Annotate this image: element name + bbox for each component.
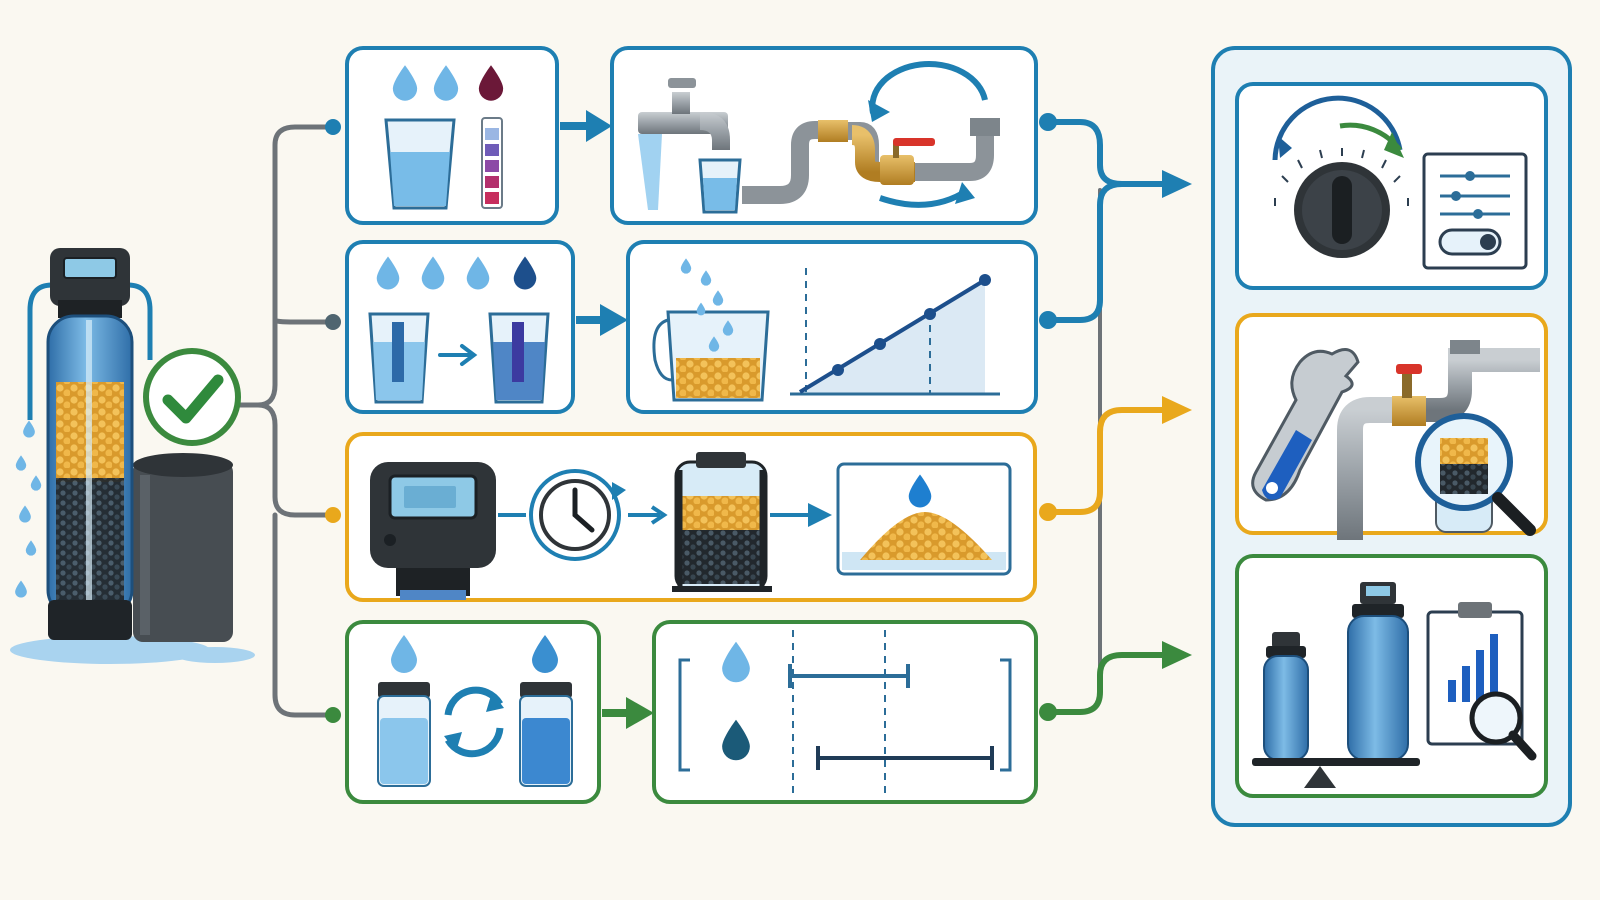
control-head-icon (370, 462, 496, 600)
glass-after-icon (488, 312, 550, 404)
bypass-valve-icon (742, 61, 1000, 208)
row-test-hardness (345, 46, 1038, 225)
large-tank-icon (1347, 582, 1409, 761)
sample-jar-icon (519, 635, 573, 787)
faucet-icon (638, 78, 742, 214)
action-sizing (1235, 554, 1548, 798)
test-strip-icon (481, 117, 503, 209)
row3-mini-arrow (628, 505, 668, 525)
clock-icon (529, 469, 626, 561)
balance-scale-icon (1252, 758, 1420, 788)
row-regeneration (345, 432, 1037, 602)
action-settings (1235, 82, 1548, 290)
row-compare-samples (345, 620, 1038, 804)
salt-bed-icon (836, 462, 1012, 576)
settings-sliders-icon (1422, 152, 1528, 270)
row2-mini-arrow (438, 344, 478, 366)
output-arrowheads (1162, 170, 1192, 669)
glass-before-icon (368, 312, 430, 404)
rising-line-chart-icon (790, 268, 1000, 396)
small-tank-icon (1263, 632, 1309, 761)
pitcher-resin-icon (652, 258, 770, 402)
range-bars-icon (678, 630, 1012, 795)
swap-icon (444, 686, 504, 758)
row3-arrowhead (808, 503, 832, 527)
output-dots (1039, 113, 1057, 721)
row-adjust-hardness (345, 240, 1038, 414)
sample-jar-icon (377, 635, 431, 787)
resin-tank-icon (672, 452, 772, 592)
row4-card-b (652, 620, 1038, 804)
wrench-icon (1251, 348, 1360, 502)
magnifier-icon (1415, 413, 1536, 536)
row1-arrowhead-a (586, 110, 612, 142)
action-service (1235, 313, 1548, 540)
row2-arrowhead-a (600, 304, 628, 336)
report-chart-icon (1426, 602, 1537, 761)
check-icon (143, 348, 241, 446)
test-glass-icon (384, 118, 456, 210)
output-flow-lines (1045, 119, 1168, 715)
dial-icon (1272, 95, 1409, 258)
water-softener-tank-icon (10, 248, 255, 664)
row4-arrowhead-a (626, 697, 654, 729)
left-junction-dots (325, 119, 341, 723)
